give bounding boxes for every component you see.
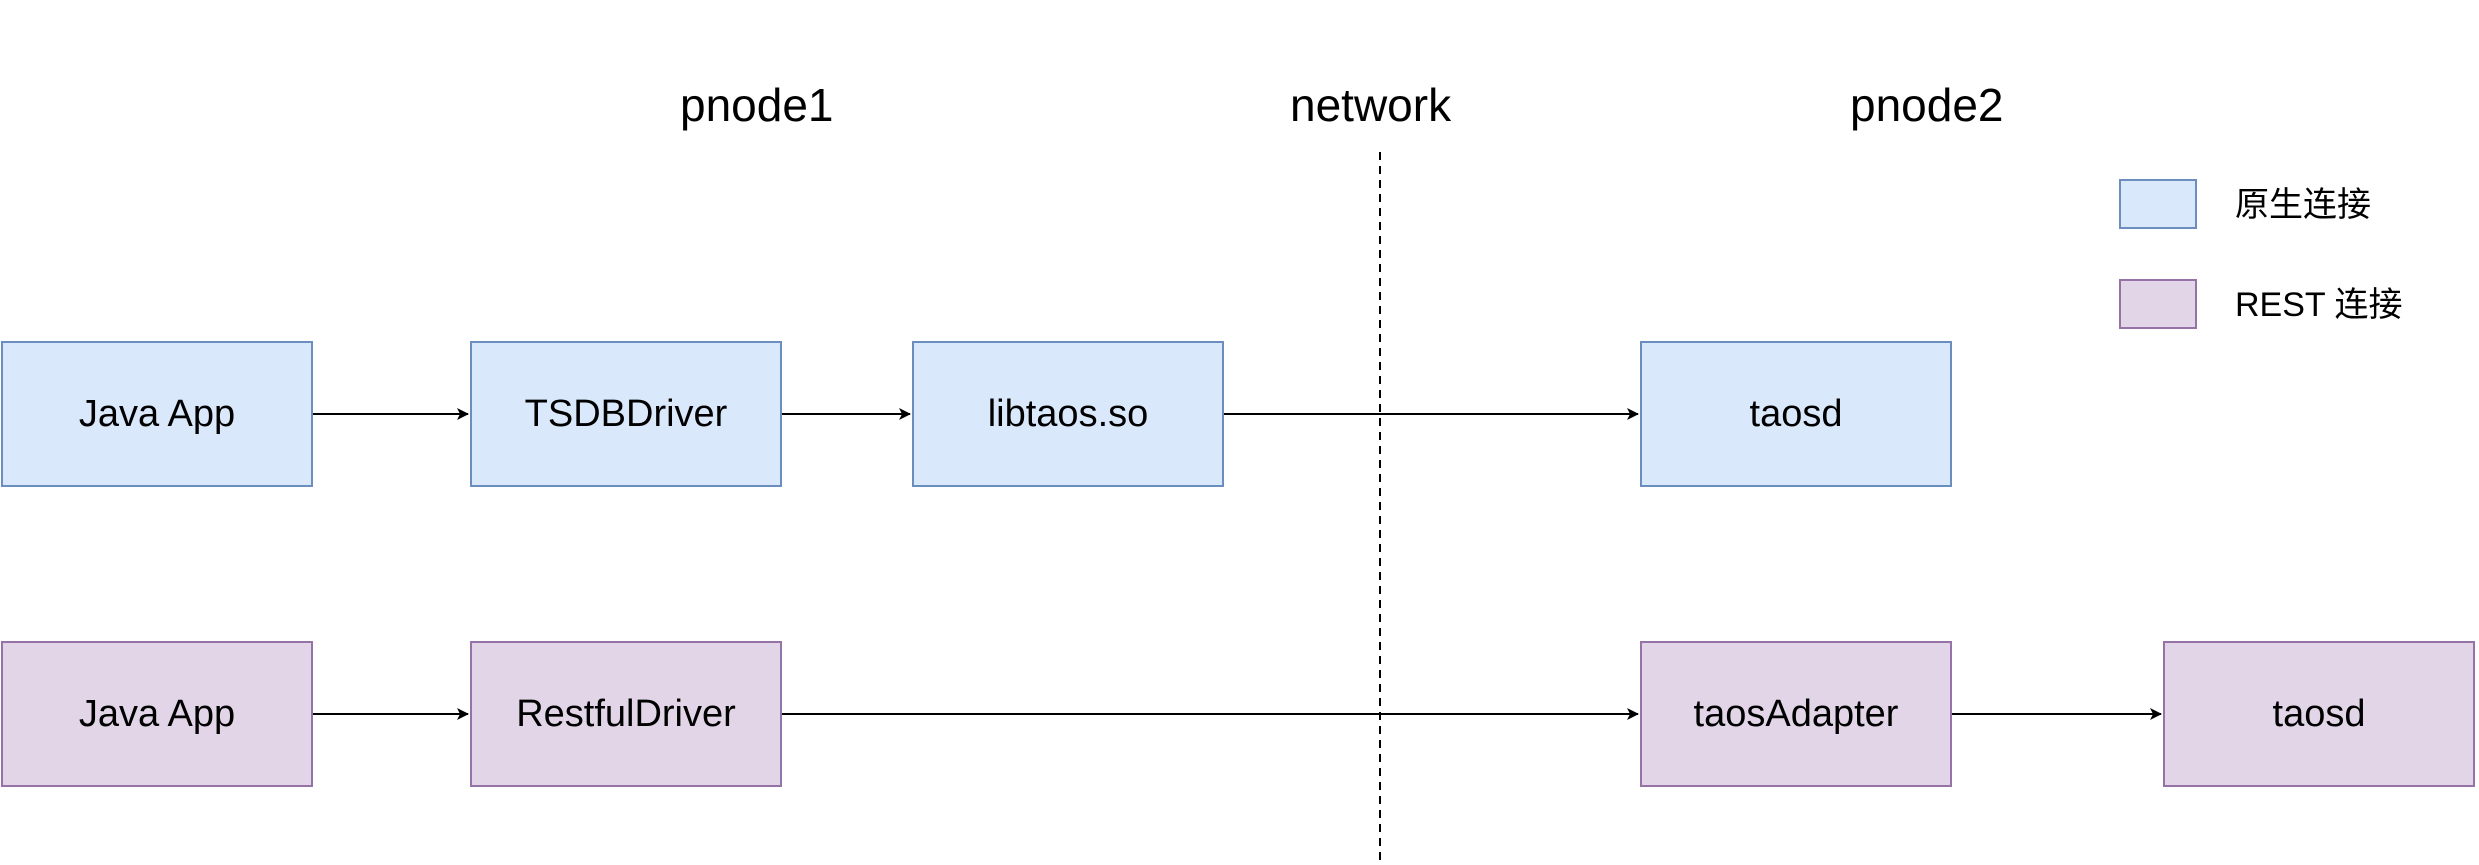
- pnode1-header: pnode1: [680, 79, 834, 131]
- java-app-native-label: Java App: [78, 392, 236, 435]
- restfuldriver-box: RestfulDriver: [470, 641, 782, 787]
- restfuldriver-label: RestfulDriver: [516, 692, 736, 735]
- legend-native-label: 原生连接: [2235, 186, 2371, 224]
- libtaos-box: libtaos.so: [912, 341, 1224, 487]
- legend-rest-label: REST 连接: [2235, 286, 2403, 324]
- tsdbdriver-label: TSDBDriver: [524, 392, 728, 435]
- legend-native-swatch: [2119, 179, 2197, 229]
- java-app-native-box: Java App: [1, 341, 313, 487]
- taosadapter-box: taosAdapter: [1640, 641, 1952, 787]
- taosadapter-label: taosAdapter: [1693, 692, 1899, 735]
- pnode2-header: pnode2: [1850, 79, 2004, 131]
- taosd-native-box: taosd: [1640, 341, 1952, 487]
- java-app-rest-box: Java App: [1, 641, 313, 787]
- taosd-rest-label: taosd: [2272, 692, 2366, 735]
- java-app-rest-label: Java App: [78, 692, 236, 735]
- taosd-rest-box: taosd: [2163, 641, 2475, 787]
- network-header: network: [1290, 79, 1452, 131]
- libtaos-label: libtaos.so: [987, 392, 1149, 435]
- taosd-native-label: taosd: [1749, 392, 1843, 435]
- legend-rest-swatch: [2119, 279, 2197, 329]
- tsdbdriver-box: TSDBDriver: [470, 341, 782, 487]
